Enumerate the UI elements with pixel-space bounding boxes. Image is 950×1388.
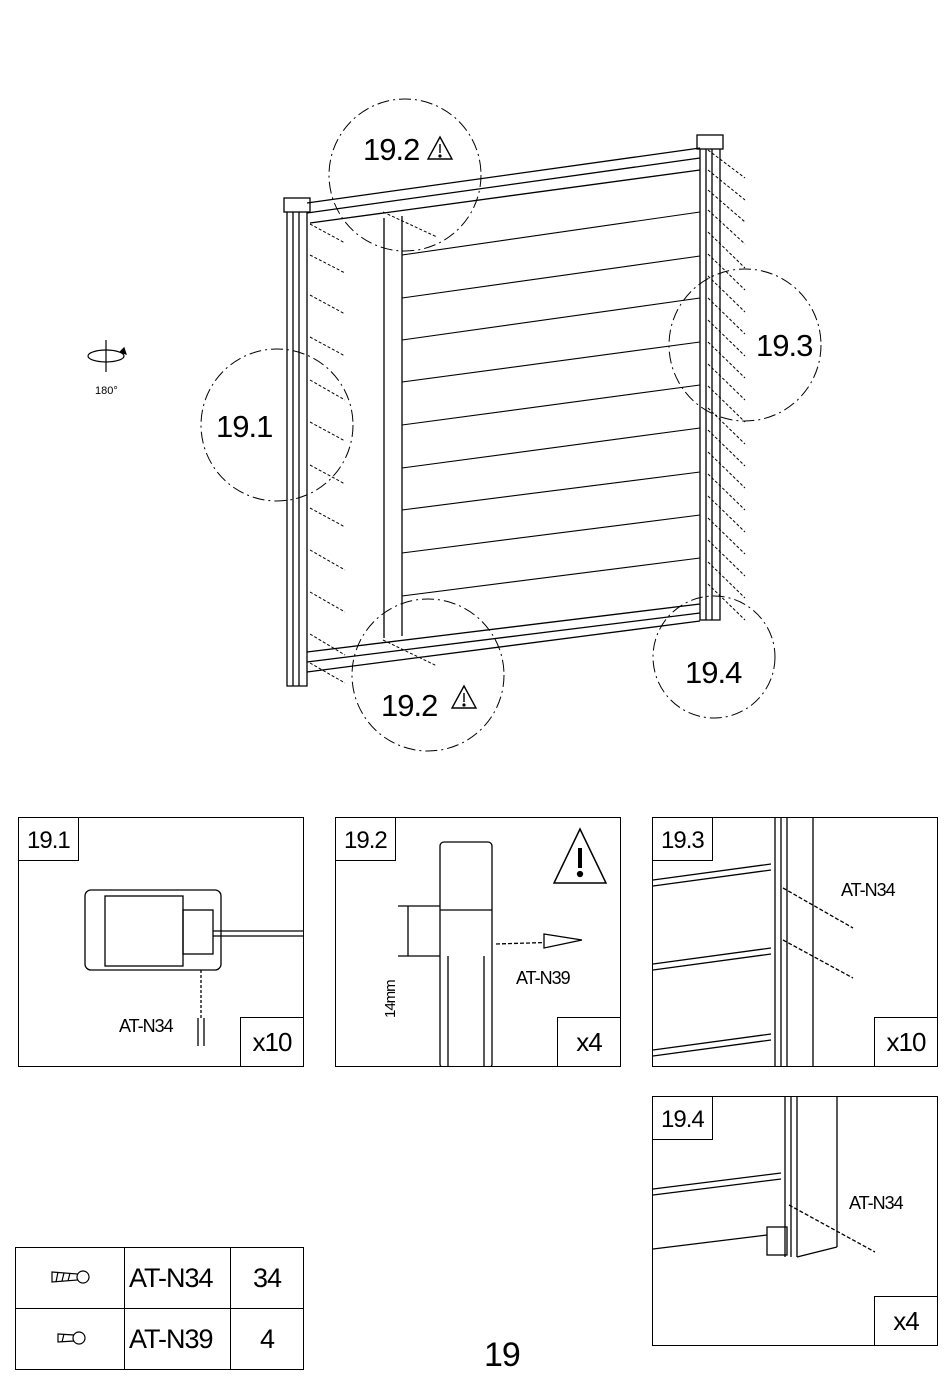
right-post (697, 135, 723, 620)
page-number: 19 (484, 1336, 520, 1375)
rotate-180-icon (88, 340, 126, 372)
left-post (284, 198, 310, 686)
qty-label: x10 (874, 1017, 937, 1066)
inner-stile (384, 216, 402, 638)
part-count: 34 (231, 1248, 304, 1309)
callout-19-2-bottom: 19.2 (381, 688, 437, 723)
detail-tag: 19.2 (336, 818, 396, 861)
part-count: 4 (231, 1309, 304, 1370)
part-label: AT-N34 (849, 1193, 903, 1214)
rotate-label: 180° (95, 385, 118, 397)
left-screws (310, 212, 437, 683)
detail-tag: 19.4 (653, 1097, 713, 1140)
part-label: AT-N39 (516, 968, 570, 989)
part-code: AT-N39 (125, 1309, 231, 1370)
qty-label: x10 (240, 1017, 303, 1066)
callout-19-1: 19.1 (216, 409, 272, 444)
dimension-label: 14mm (382, 980, 399, 1018)
screw-long-icon (16, 1248, 125, 1309)
detail-tag: 19.3 (653, 818, 713, 861)
detail-panel-19-2: 19.2 14mm AT-N39 x4 (335, 817, 621, 1067)
detail-panel-19-4: 19.4 AT-N34 x4 (652, 1096, 938, 1346)
screw-short-icon (16, 1309, 125, 1370)
qty-label: x4 (557, 1017, 620, 1066)
part-label: AT-N34 (119, 1016, 173, 1037)
parts-table: AT-N34 34 AT-N39 4 (15, 1247, 304, 1370)
bottom-rail (307, 604, 700, 672)
part-code: AT-N34 (125, 1248, 231, 1309)
callout-19-3: 19.3 (756, 328, 812, 363)
detail-tag: 19.1 (19, 818, 79, 861)
panel-assembly-overview: 180° (0, 0, 950, 780)
warning-icon (428, 137, 452, 159)
warning-icon (452, 686, 476, 708)
table-row: AT-N34 34 (16, 1248, 304, 1309)
callout-19-2-top: 19.2 (363, 132, 419, 167)
slats (402, 212, 700, 596)
table-row: AT-N39 4 (16, 1309, 304, 1370)
detail-panel-19-3: 19.3 AT-N34 x10 (652, 817, 938, 1067)
callout-19-4: 19.4 (685, 655, 742, 690)
detail-panel-19-1: 19.1 AT-N34 x10 (18, 817, 304, 1067)
part-label: AT-N34 (841, 880, 895, 901)
qty-label: x4 (874, 1296, 937, 1345)
